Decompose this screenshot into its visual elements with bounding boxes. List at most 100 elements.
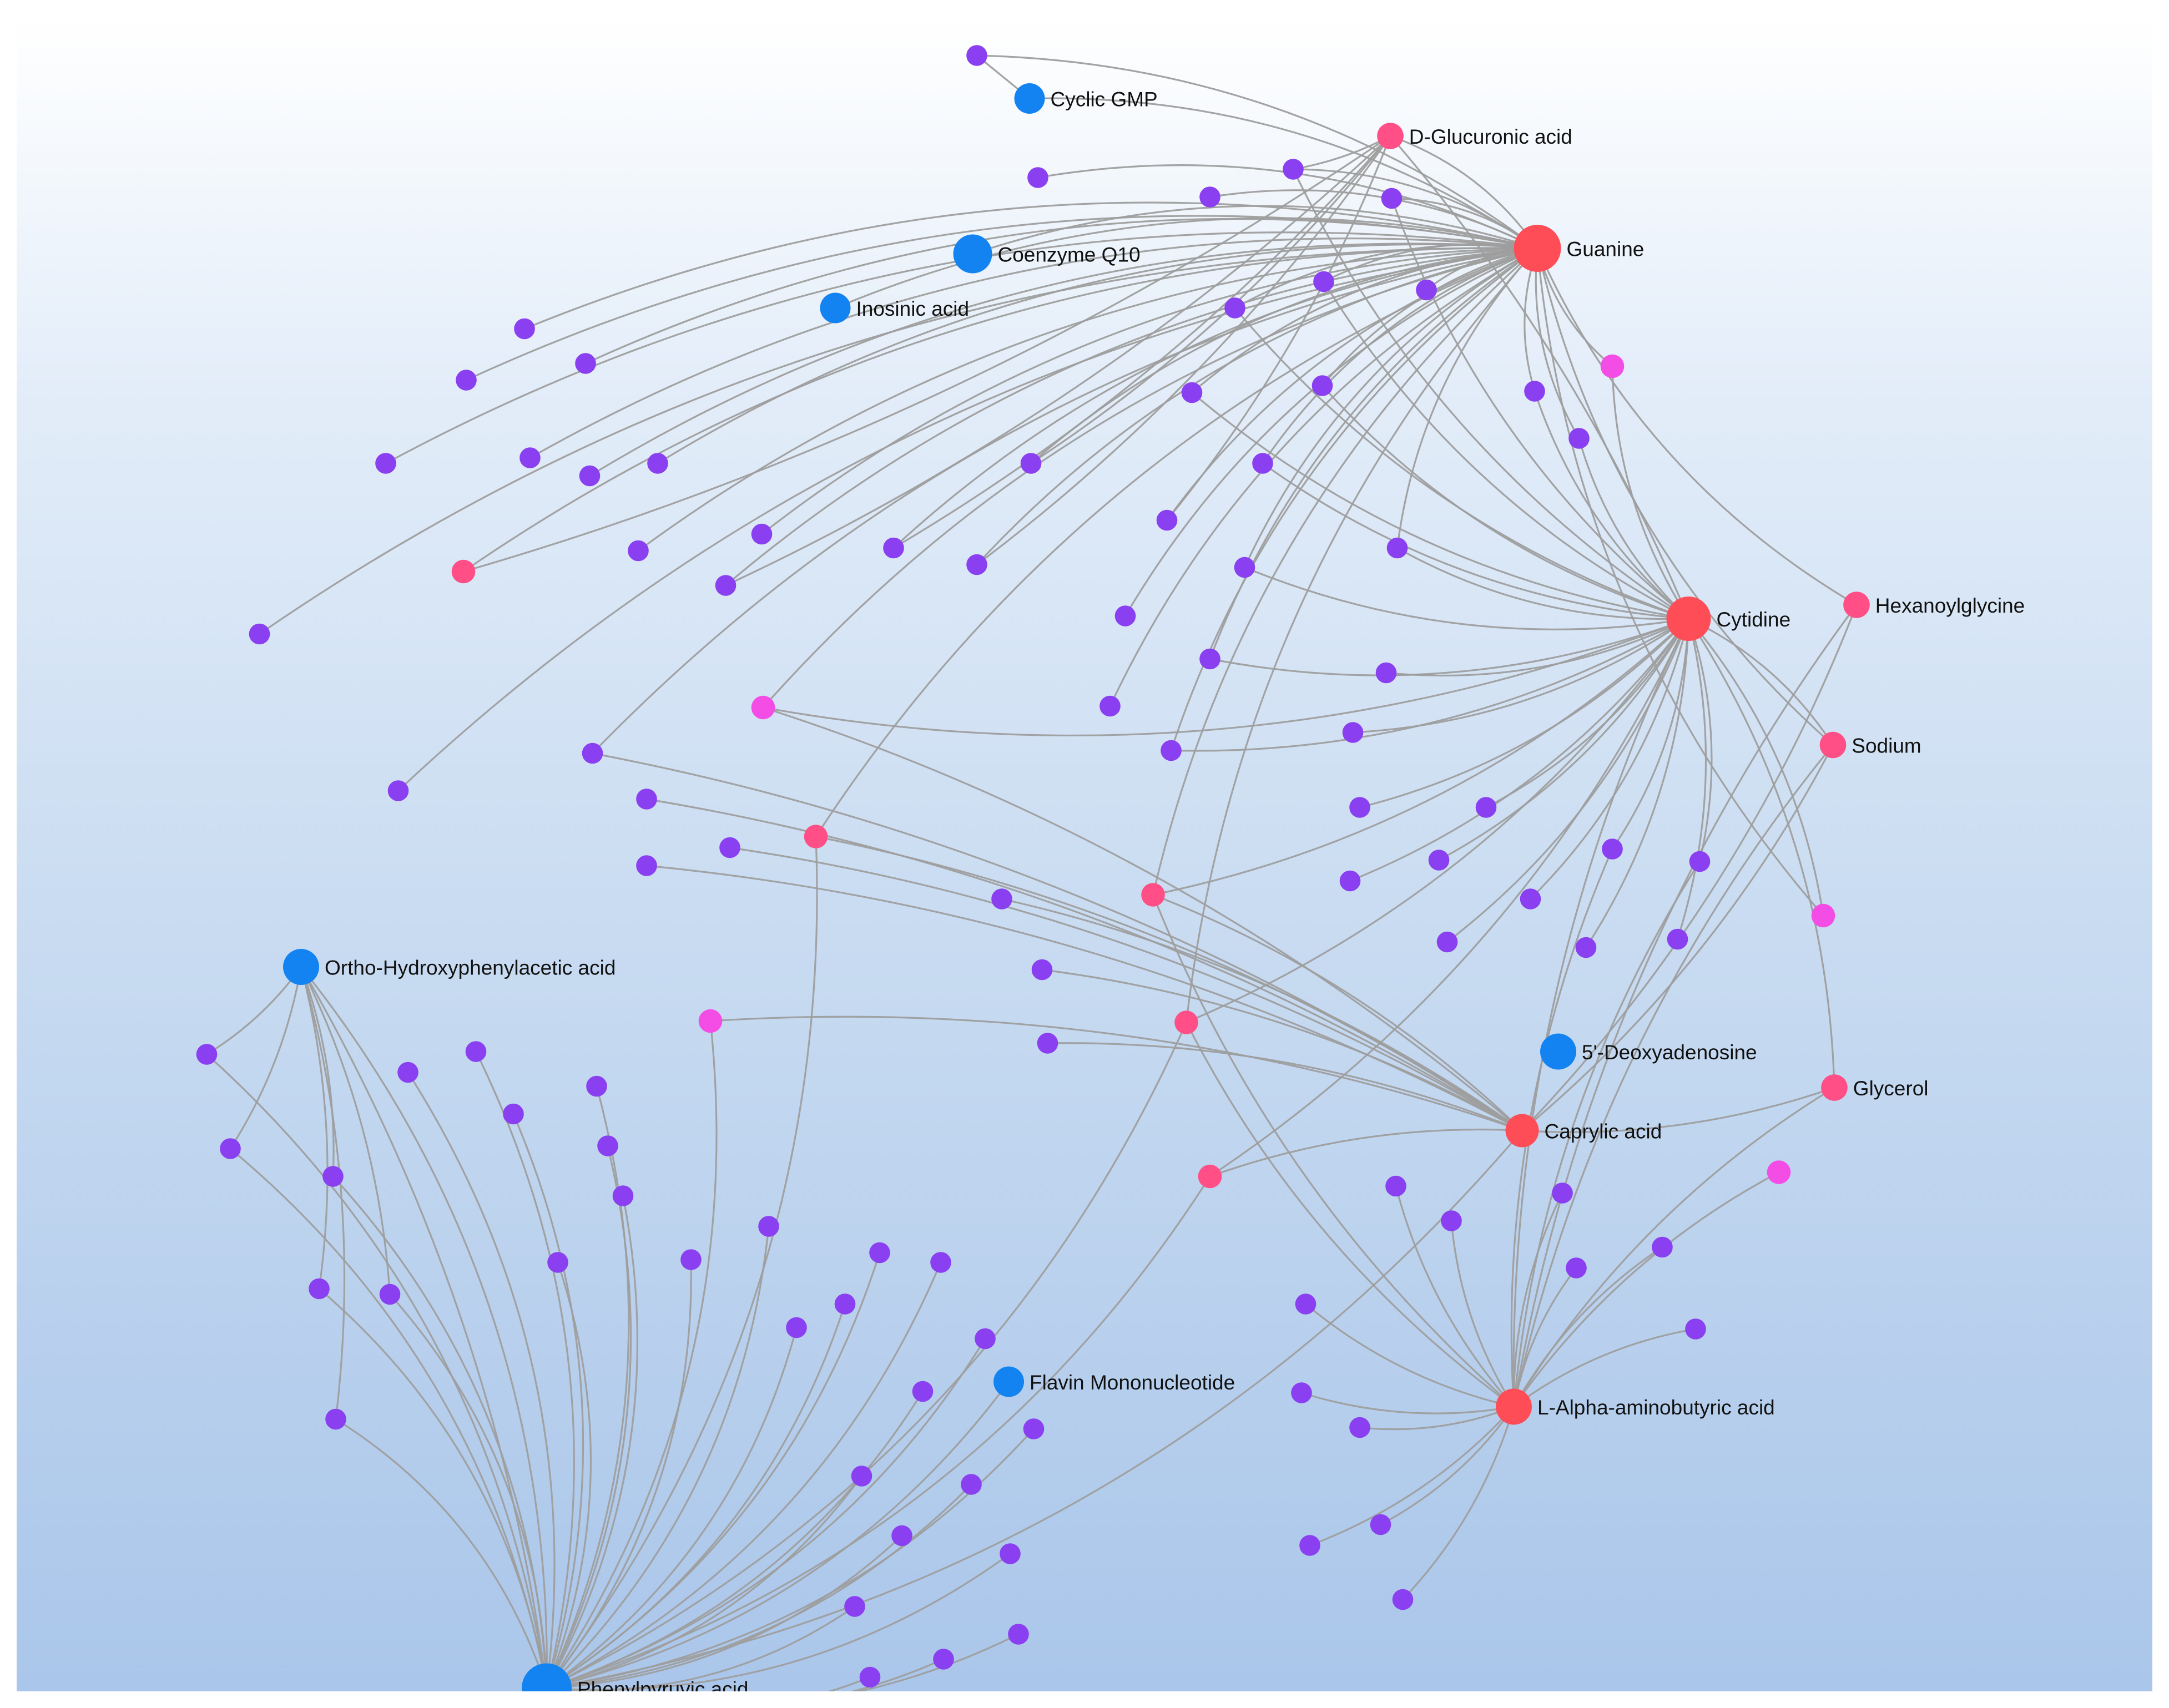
leaf-node[interactable] [628,540,649,562]
leaf-node[interactable] [1652,1236,1673,1258]
leaf-node[interactable] [196,1044,218,1065]
leaf-node[interactable] [575,353,596,374]
leaf-node[interactable] [249,623,270,645]
leaf-node[interactable] [1156,509,1178,531]
leaf-node[interactable] [1114,605,1136,626]
phenylpyruvic-acid-node[interactable] [522,1663,572,1692]
leaf-node[interactable] [883,537,904,559]
leaf-node[interactable] [387,780,409,801]
leaf-node[interactable] [647,453,668,474]
leaf-node[interactable] [1283,159,1304,180]
leaf-node[interactable] [1027,167,1048,188]
leaf-node[interactable] [1386,537,1408,559]
leaf-node[interactable] [1234,557,1255,578]
leaf-node[interactable] [1342,722,1364,743]
leaf-node[interactable] [597,1135,618,1156]
leaf-node[interactable] [930,1252,951,1273]
connector-node[interactable] [751,695,775,720]
leaf-node[interactable] [1568,428,1590,449]
leaf-node[interactable] [891,1525,912,1547]
leaf-node[interactable] [514,318,535,340]
leaf-node[interactable] [1099,695,1121,717]
leaf-node[interactable] [1689,851,1711,872]
connector-node[interactable] [1198,1164,1222,1189]
leaf-node[interactable] [1475,797,1497,818]
leaf-node[interactable] [636,789,657,810]
leaf-node[interactable] [1349,797,1370,818]
leaf-node[interactable] [859,1666,881,1688]
leaf-node[interactable] [1339,870,1361,892]
coenzyme-q10-node[interactable] [953,234,992,274]
ortho-hydroxyphenylacetic-acid-node[interactable] [283,949,319,985]
leaf-node[interactable] [586,1075,607,1097]
leaf-node[interactable] [1375,662,1397,684]
leaf-node[interactable] [1385,1175,1406,1197]
leaf-node[interactable] [1037,1033,1058,1054]
leaf-node[interactable] [220,1138,241,1159]
leaf-node[interactable] [1575,937,1597,958]
leaf-node[interactable] [1295,1293,1316,1315]
leaf-node[interactable] [758,1216,779,1237]
leaf-node[interactable] [1566,1257,1587,1279]
sodium-node[interactable] [1819,731,1847,759]
leaf-node[interactable] [519,447,541,468]
leaf-node[interactable] [503,1103,524,1125]
glycerol-node[interactable] [1821,1074,1848,1101]
leaf-node[interactable] [786,1317,807,1338]
leaf-node[interactable] [1381,188,1403,209]
leaf-node[interactable] [547,1252,568,1273]
leaf-node[interactable] [966,45,987,66]
connector-node[interactable] [804,825,828,848]
leaf-node[interactable] [719,837,740,858]
leaf-node[interactable] [309,1278,330,1300]
inosinic-acid-node[interactable] [820,292,851,324]
leaf-node[interactable] [1441,1210,1462,1231]
leaf-node[interactable] [1023,1418,1045,1439]
leaf-node[interactable] [1685,1318,1706,1340]
leaf-node[interactable] [322,1166,344,1187]
leaf-node[interactable] [325,1408,346,1430]
leaf-node[interactable] [1392,1589,1414,1610]
connector-node[interactable] [451,559,476,584]
leaf-node[interactable] [1312,375,1333,396]
leaf-node[interactable] [465,1041,487,1062]
cyclic-gmp-node[interactable] [1014,83,1045,114]
leaf-node[interactable] [715,575,737,596]
leaf-node[interactable] [869,1242,890,1264]
leaf-node[interactable] [1428,850,1450,871]
leaf-node[interactable] [680,1249,702,1270]
connector-node[interactable] [1174,1010,1198,1034]
leaf-node[interactable] [1181,382,1203,403]
leaf-node[interactable] [851,1466,872,1487]
leaf-node[interactable] [844,1596,865,1617]
leaf-node[interactable] [1520,888,1541,909]
leaf-node[interactable] [397,1062,418,1083]
leaf-node[interactable] [1313,271,1334,292]
leaf-node[interactable] [1602,838,1623,860]
leaf-node[interactable] [1161,740,1182,761]
leaf-node[interactable] [966,554,987,575]
connector-node[interactable] [1767,1160,1791,1184]
leaf-node[interactable] [751,523,773,545]
connector-node[interactable] [698,1009,723,1033]
5-deoxyadenosine-node[interactable] [1540,1033,1576,1070]
leaf-node[interactable] [1349,1417,1370,1438]
leaf-node[interactable] [579,465,601,487]
d-glucuronic-acid-node[interactable] [1377,123,1404,149]
leaf-node[interactable] [1370,1514,1391,1535]
leaf-node[interactable] [1224,297,1245,319]
leaf-node[interactable] [636,855,657,876]
leaf-node[interactable] [1020,453,1042,474]
flavin-mononucleotide-node[interactable] [993,1366,1024,1397]
connector-node[interactable] [1600,354,1625,378]
leaf-node[interactable] [1552,1183,1573,1204]
leaf-node[interactable] [612,1185,634,1206]
leaf-node[interactable] [1199,186,1220,208]
leaf-node[interactable] [912,1381,934,1402]
leaf-node[interactable] [975,1328,996,1350]
l-alpha-aminobutyric-acid-node[interactable] [1496,1388,1532,1425]
leaf-node[interactable] [1031,959,1053,981]
leaf-node[interactable] [991,888,1012,909]
connector-node[interactable] [1811,903,1835,928]
leaf-node[interactable] [582,742,603,764]
